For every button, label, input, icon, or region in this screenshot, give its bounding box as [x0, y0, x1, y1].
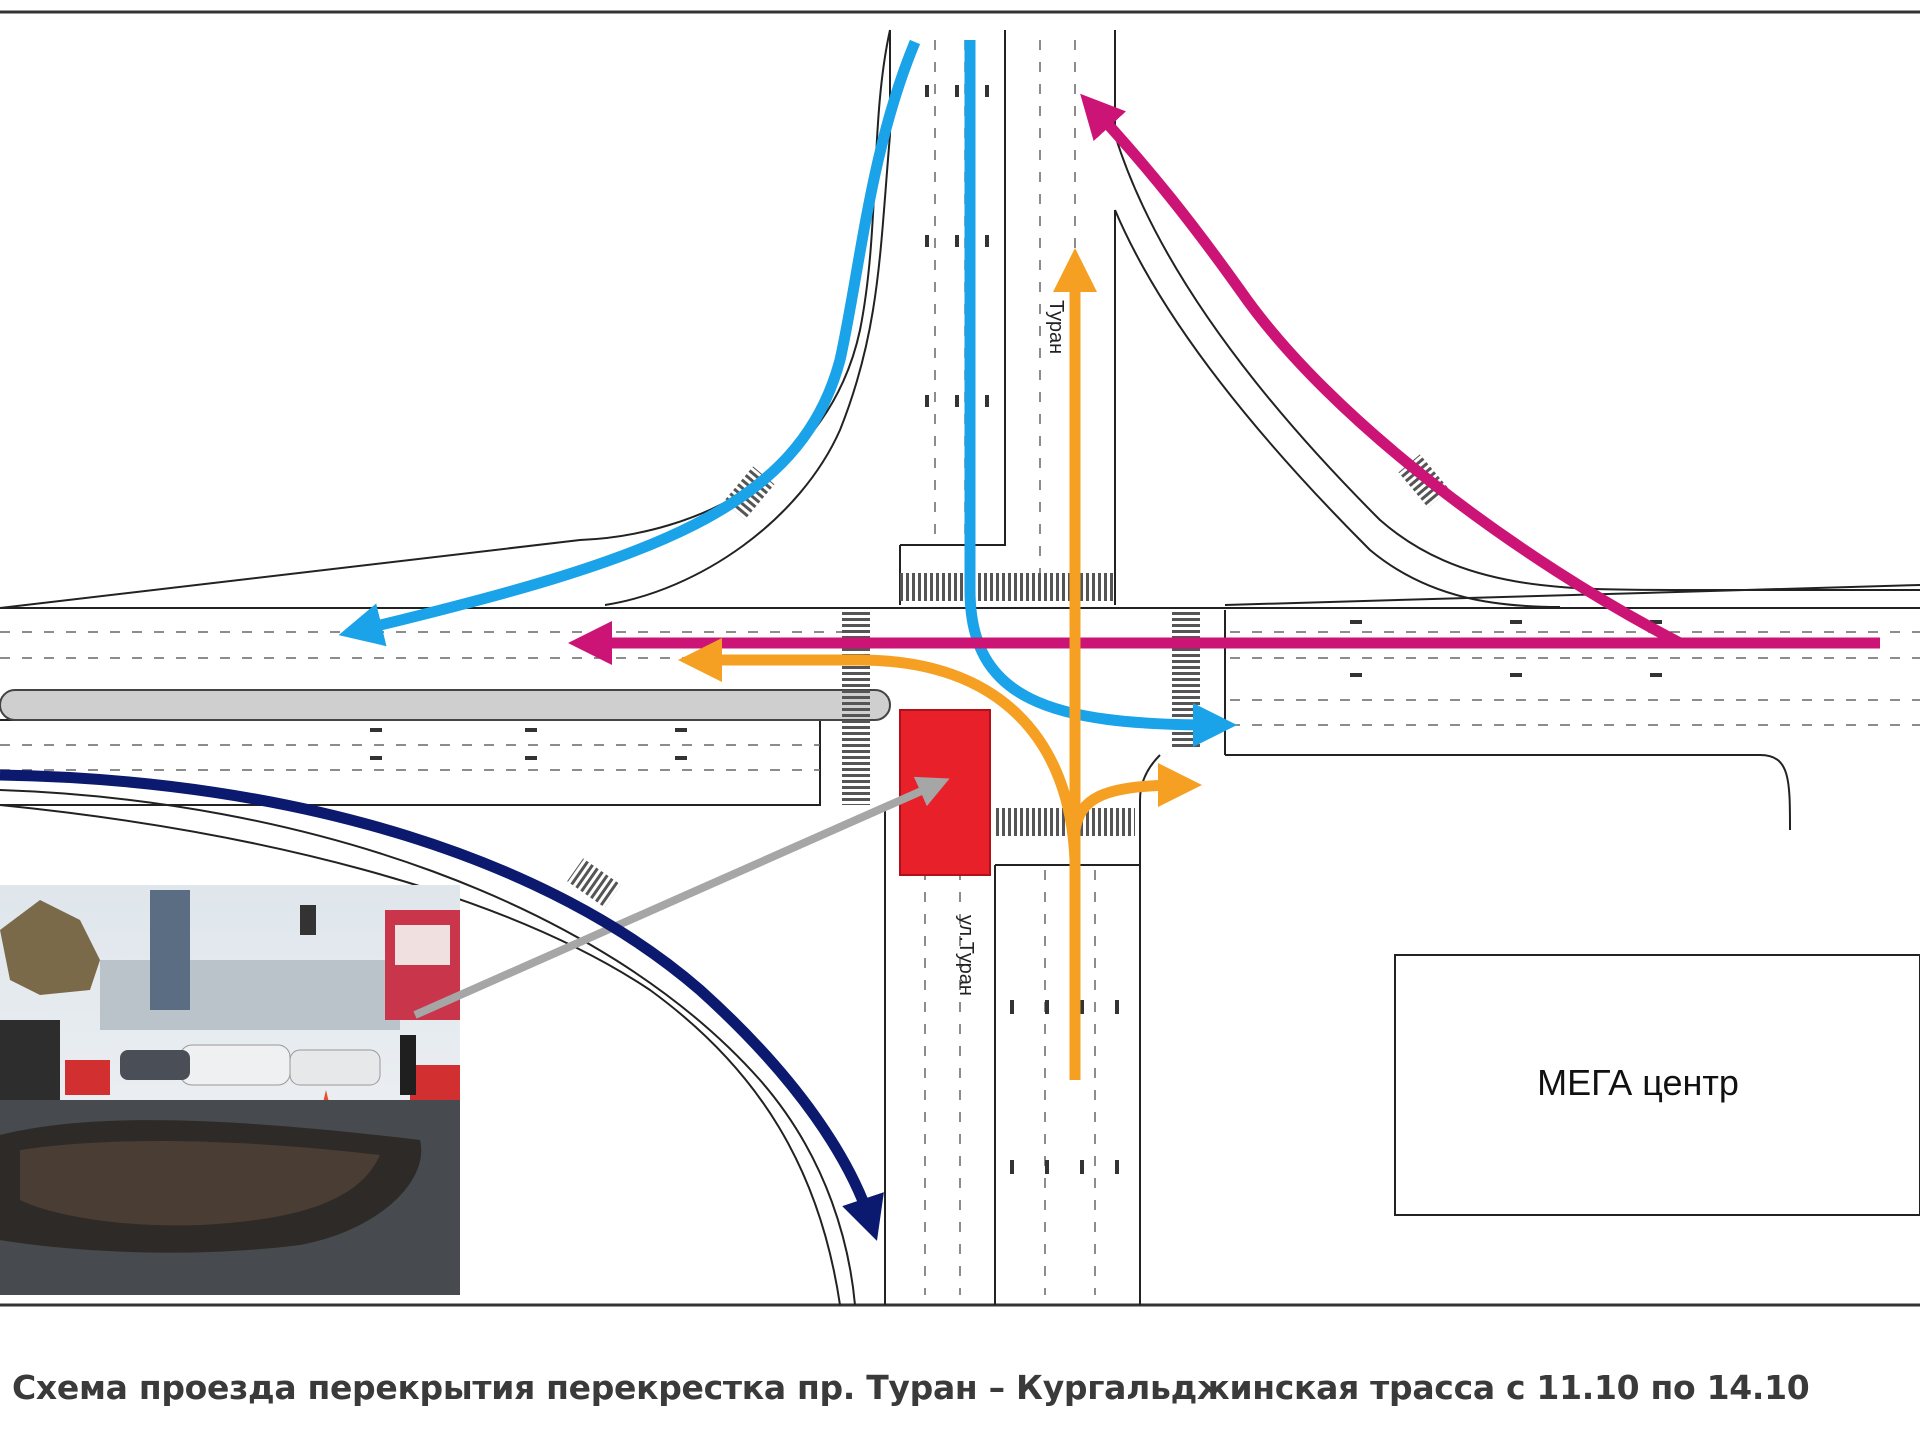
route-dark-blue-south — [0, 769, 884, 1241]
route-orange-east — [1069, 763, 1202, 832]
mega-center-label: МЕГА центр — [1537, 1062, 1739, 1103]
gray-pointer-arrow — [413, 776, 950, 1019]
crosswalk-sw-ramp — [567, 858, 621, 908]
turan-street-label-south: ул.Туран — [955, 915, 977, 996]
west-median-island — [0, 689, 891, 721]
lane-direction-marks — [370, 85, 1662, 1174]
route-light-blue-west — [338, 39, 921, 647]
route-orange-west — [678, 638, 1081, 861]
excavation-photo — [0, 885, 460, 1295]
route-light-blue-east — [964, 40, 1237, 747]
scheme-caption: Схема проезда перекрытия перекрестка пр.… — [12, 1368, 1810, 1407]
route-magenta-north — [1080, 93, 1683, 648]
road-outlines — [0, 29, 1920, 1306]
lane-markings — [0, 40, 1920, 1295]
turan-label-north: Туран — [1045, 300, 1067, 354]
crosswalk-north — [900, 573, 1115, 601]
mega-center-building — [1394, 954, 1920, 1216]
